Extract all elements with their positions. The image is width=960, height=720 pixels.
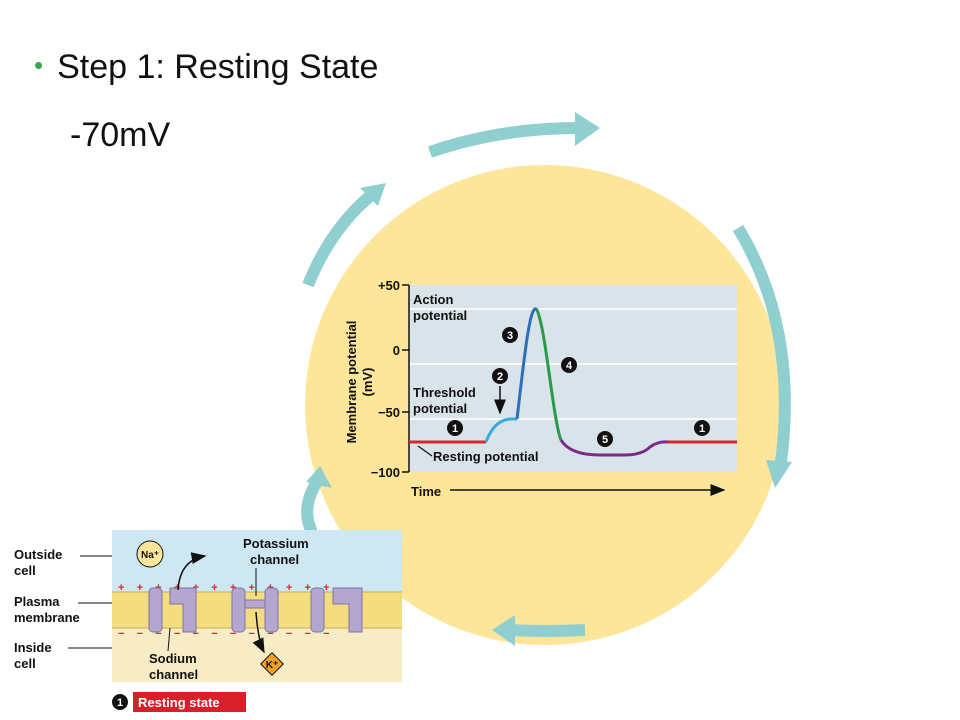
- potassium-ion-label: K⁺: [266, 660, 279, 671]
- arrowhead-right-icon: [766, 460, 792, 488]
- potassium-channel-bridge: [244, 599, 266, 609]
- arrowhead-upper-left-icon: [360, 183, 386, 206]
- svg-text:1: 1: [699, 423, 705, 435]
- step-badge-1-right: 1: [694, 420, 710, 436]
- resting-potential-label: Resting potential: [433, 449, 538, 464]
- action-potential-label: Action: [413, 292, 454, 307]
- step-badge-4: 4: [561, 357, 577, 373]
- plasma-membrane-label-2: membrane: [14, 610, 80, 625]
- y-tick-minus50: −50: [378, 405, 400, 420]
- outside-cell-label-2: cell: [14, 563, 36, 578]
- graph: +50 0 −50 −100 Membrane potential (mV) T…: [344, 278, 737, 499]
- plasma-membrane-label: Plasma: [14, 594, 60, 609]
- potassium-ion-icon: [259, 651, 285, 677]
- outside-cell-label: Outside: [14, 547, 62, 562]
- potassium-channel-label-2: channel: [250, 552, 299, 567]
- action-potential-label-2: potential: [413, 308, 467, 323]
- potassium-arrow-icon: [252, 611, 265, 654]
- caption-text: Resting state: [138, 695, 220, 710]
- bullet-dot-icon: •: [34, 50, 44, 80]
- undershoot-phase: [559, 439, 669, 457]
- sodium-channel-left-subunit: [148, 587, 163, 633]
- step-badge-5: 5: [597, 431, 613, 447]
- resting-pointer: [417, 445, 433, 457]
- bullet-text: Step 1: Resting State: [57, 48, 379, 86]
- bullet-line: • Step 1: Resting State: [34, 48, 378, 87]
- cycle-arrow-bottom-icon: [509, 624, 586, 637]
- cycle-arrow-upper-left-icon: [302, 191, 374, 288]
- sodium-channel-gate: [169, 587, 197, 633]
- sodium-pointer: [167, 627, 171, 652]
- y-tick-minus100: −100: [371, 465, 400, 480]
- sodium-ion-label: Na⁺: [141, 550, 159, 561]
- depolarization-segment: [484, 417, 517, 443]
- step-badge-3: 3: [502, 327, 518, 343]
- step-badge-2: 2: [492, 368, 508, 384]
- arrowhead-bottom-icon: [492, 615, 515, 646]
- potassium-channel-label: Potassium: [243, 536, 309, 551]
- falling-phase: [535, 309, 563, 441]
- threshold-label: Threshold: [413, 385, 476, 400]
- svg-text:2: 2: [497, 371, 503, 383]
- inside-cell-label-2: cell: [14, 656, 36, 671]
- cycle-arrow-top-right-icon: [428, 122, 579, 158]
- resting-value: -70mV: [70, 116, 171, 154]
- sodium-channel-label-2: channel: [149, 667, 198, 682]
- arrowhead-left-icon: [306, 466, 332, 488]
- cycle-arrow-right-icon: [732, 224, 791, 471]
- inside-cell-region: [112, 628, 402, 682]
- sodium-ion-icon: [136, 540, 164, 568]
- potassium-channel-right-subunit: [264, 587, 279, 633]
- svg-text:5: 5: [602, 434, 608, 446]
- svg-text:1: 1: [117, 697, 123, 709]
- inside-cell-label: Inside: [14, 640, 52, 655]
- threshold-label-2: potential: [413, 401, 467, 416]
- rising-phase: [515, 307, 539, 420]
- cycle-arrow-left-icon: [301, 476, 324, 535]
- x-axis-label: Time: [411, 484, 441, 499]
- y-tick-plus50: +50: [378, 278, 400, 293]
- potassium-channel-left-subunit: [231, 587, 246, 633]
- svg-text:1: 1: [452, 423, 458, 435]
- y-tick-0: 0: [393, 343, 400, 358]
- svg-text:3: 3: [507, 330, 513, 342]
- sodium-arrow-icon: [177, 552, 207, 591]
- sodium-channel-label: Sodium: [149, 651, 197, 666]
- step-badge-1: 1: [447, 420, 463, 436]
- caption-step-badge: [112, 694, 128, 710]
- caption-box: [133, 692, 246, 712]
- arrowhead-top-icon: [575, 112, 600, 146]
- cycle-arrows: [301, 122, 791, 637]
- sodium-channel-2-left: [310, 587, 325, 633]
- svg-text:4: 4: [566, 360, 573, 372]
- membrane-inset: + + + + + + + + + + + + − − − − − − − − …: [14, 530, 402, 712]
- y-axis-label: Membrane potential: [344, 321, 359, 444]
- sodium-channel-2-gate: [332, 587, 363, 633]
- y-axis-unit: (mV): [360, 368, 375, 397]
